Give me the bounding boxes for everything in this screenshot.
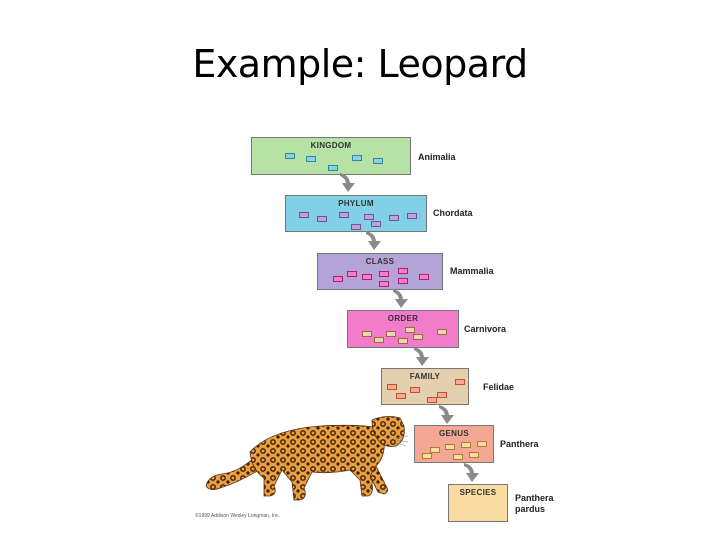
rank-box-phylum: PHYLUM bbox=[285, 195, 427, 232]
rank-label-order: ORDER bbox=[387, 314, 419, 323]
rank-box-species: SPECIES bbox=[448, 484, 508, 522]
rank-label-kingdom: KINGDOM bbox=[310, 141, 352, 150]
chip bbox=[387, 384, 397, 390]
taxon-species-genus: Panthera bbox=[515, 493, 554, 503]
chip bbox=[352, 155, 362, 161]
chip bbox=[427, 397, 437, 403]
chip bbox=[398, 278, 408, 284]
chip bbox=[339, 212, 349, 218]
chip bbox=[410, 387, 420, 393]
chip bbox=[351, 224, 361, 230]
chip bbox=[347, 271, 357, 277]
chip bbox=[396, 393, 406, 399]
chip bbox=[386, 331, 396, 337]
arrow-down-icon bbox=[439, 405, 454, 424]
chip bbox=[317, 216, 327, 222]
rank-box-order: ORDER bbox=[347, 310, 459, 348]
chip bbox=[419, 274, 429, 280]
chip bbox=[379, 281, 389, 287]
arrow-down-icon bbox=[414, 347, 429, 366]
chip bbox=[477, 441, 487, 447]
taxon-order: Carnivora bbox=[464, 324, 507, 334]
chip bbox=[405, 327, 415, 333]
chip bbox=[445, 444, 455, 450]
taxon-kingdom: Animalia bbox=[418, 152, 456, 162]
rank-label-phylum: PHYLUM bbox=[338, 199, 374, 208]
chip bbox=[373, 158, 383, 164]
chip bbox=[374, 337, 384, 343]
chip bbox=[461, 442, 471, 448]
rank-box-class: CLASS bbox=[317, 253, 443, 290]
chip bbox=[285, 153, 295, 159]
leopard-illustration bbox=[205, 416, 409, 501]
chip bbox=[437, 392, 447, 398]
arrow-down-icon bbox=[464, 463, 479, 482]
chip bbox=[455, 379, 465, 385]
rank-label-species: SPECIES bbox=[459, 488, 497, 497]
slide-title: Example: Leopard bbox=[192, 42, 528, 86]
arrow-down-icon bbox=[393, 289, 408, 308]
chip bbox=[364, 214, 374, 220]
chip bbox=[469, 452, 479, 458]
taxon-species: Panthera pardus bbox=[515, 493, 554, 515]
chip bbox=[430, 447, 440, 453]
taxon-phylum: Chordata bbox=[433, 208, 473, 218]
chip bbox=[422, 453, 432, 459]
rank-box-genus: GENUS bbox=[414, 425, 494, 463]
chip bbox=[453, 454, 463, 460]
rank-label-family: FAMILY bbox=[409, 372, 441, 381]
chip bbox=[333, 276, 343, 282]
chip bbox=[398, 338, 408, 344]
arrow-down-icon bbox=[340, 173, 355, 192]
chip bbox=[299, 212, 309, 218]
chip bbox=[437, 329, 447, 335]
rank-label-genus: GENUS bbox=[439, 429, 469, 438]
rank-label-class: CLASS bbox=[365, 257, 395, 266]
rank-box-family: FAMILY bbox=[381, 368, 469, 405]
rank-box-kingdom: KINGDOM bbox=[251, 137, 411, 175]
chip bbox=[362, 274, 372, 280]
chip bbox=[389, 215, 399, 221]
taxon-species-epithet: pardus bbox=[515, 504, 546, 514]
chip bbox=[379, 271, 389, 277]
chip bbox=[371, 221, 381, 227]
copyright-caption: ©1999 Addison Wesley Longman, Inc. bbox=[195, 513, 280, 519]
chip bbox=[306, 156, 316, 162]
taxon-family: Felidae bbox=[483, 382, 515, 392]
chip bbox=[398, 268, 408, 274]
chip bbox=[362, 331, 372, 337]
chip bbox=[413, 334, 423, 340]
chip bbox=[407, 213, 417, 219]
taxon-class: Mammalia bbox=[450, 266, 494, 276]
taxon-genus: Panthera bbox=[500, 439, 539, 449]
arrow-down-icon bbox=[366, 231, 381, 250]
chip bbox=[328, 165, 338, 171]
